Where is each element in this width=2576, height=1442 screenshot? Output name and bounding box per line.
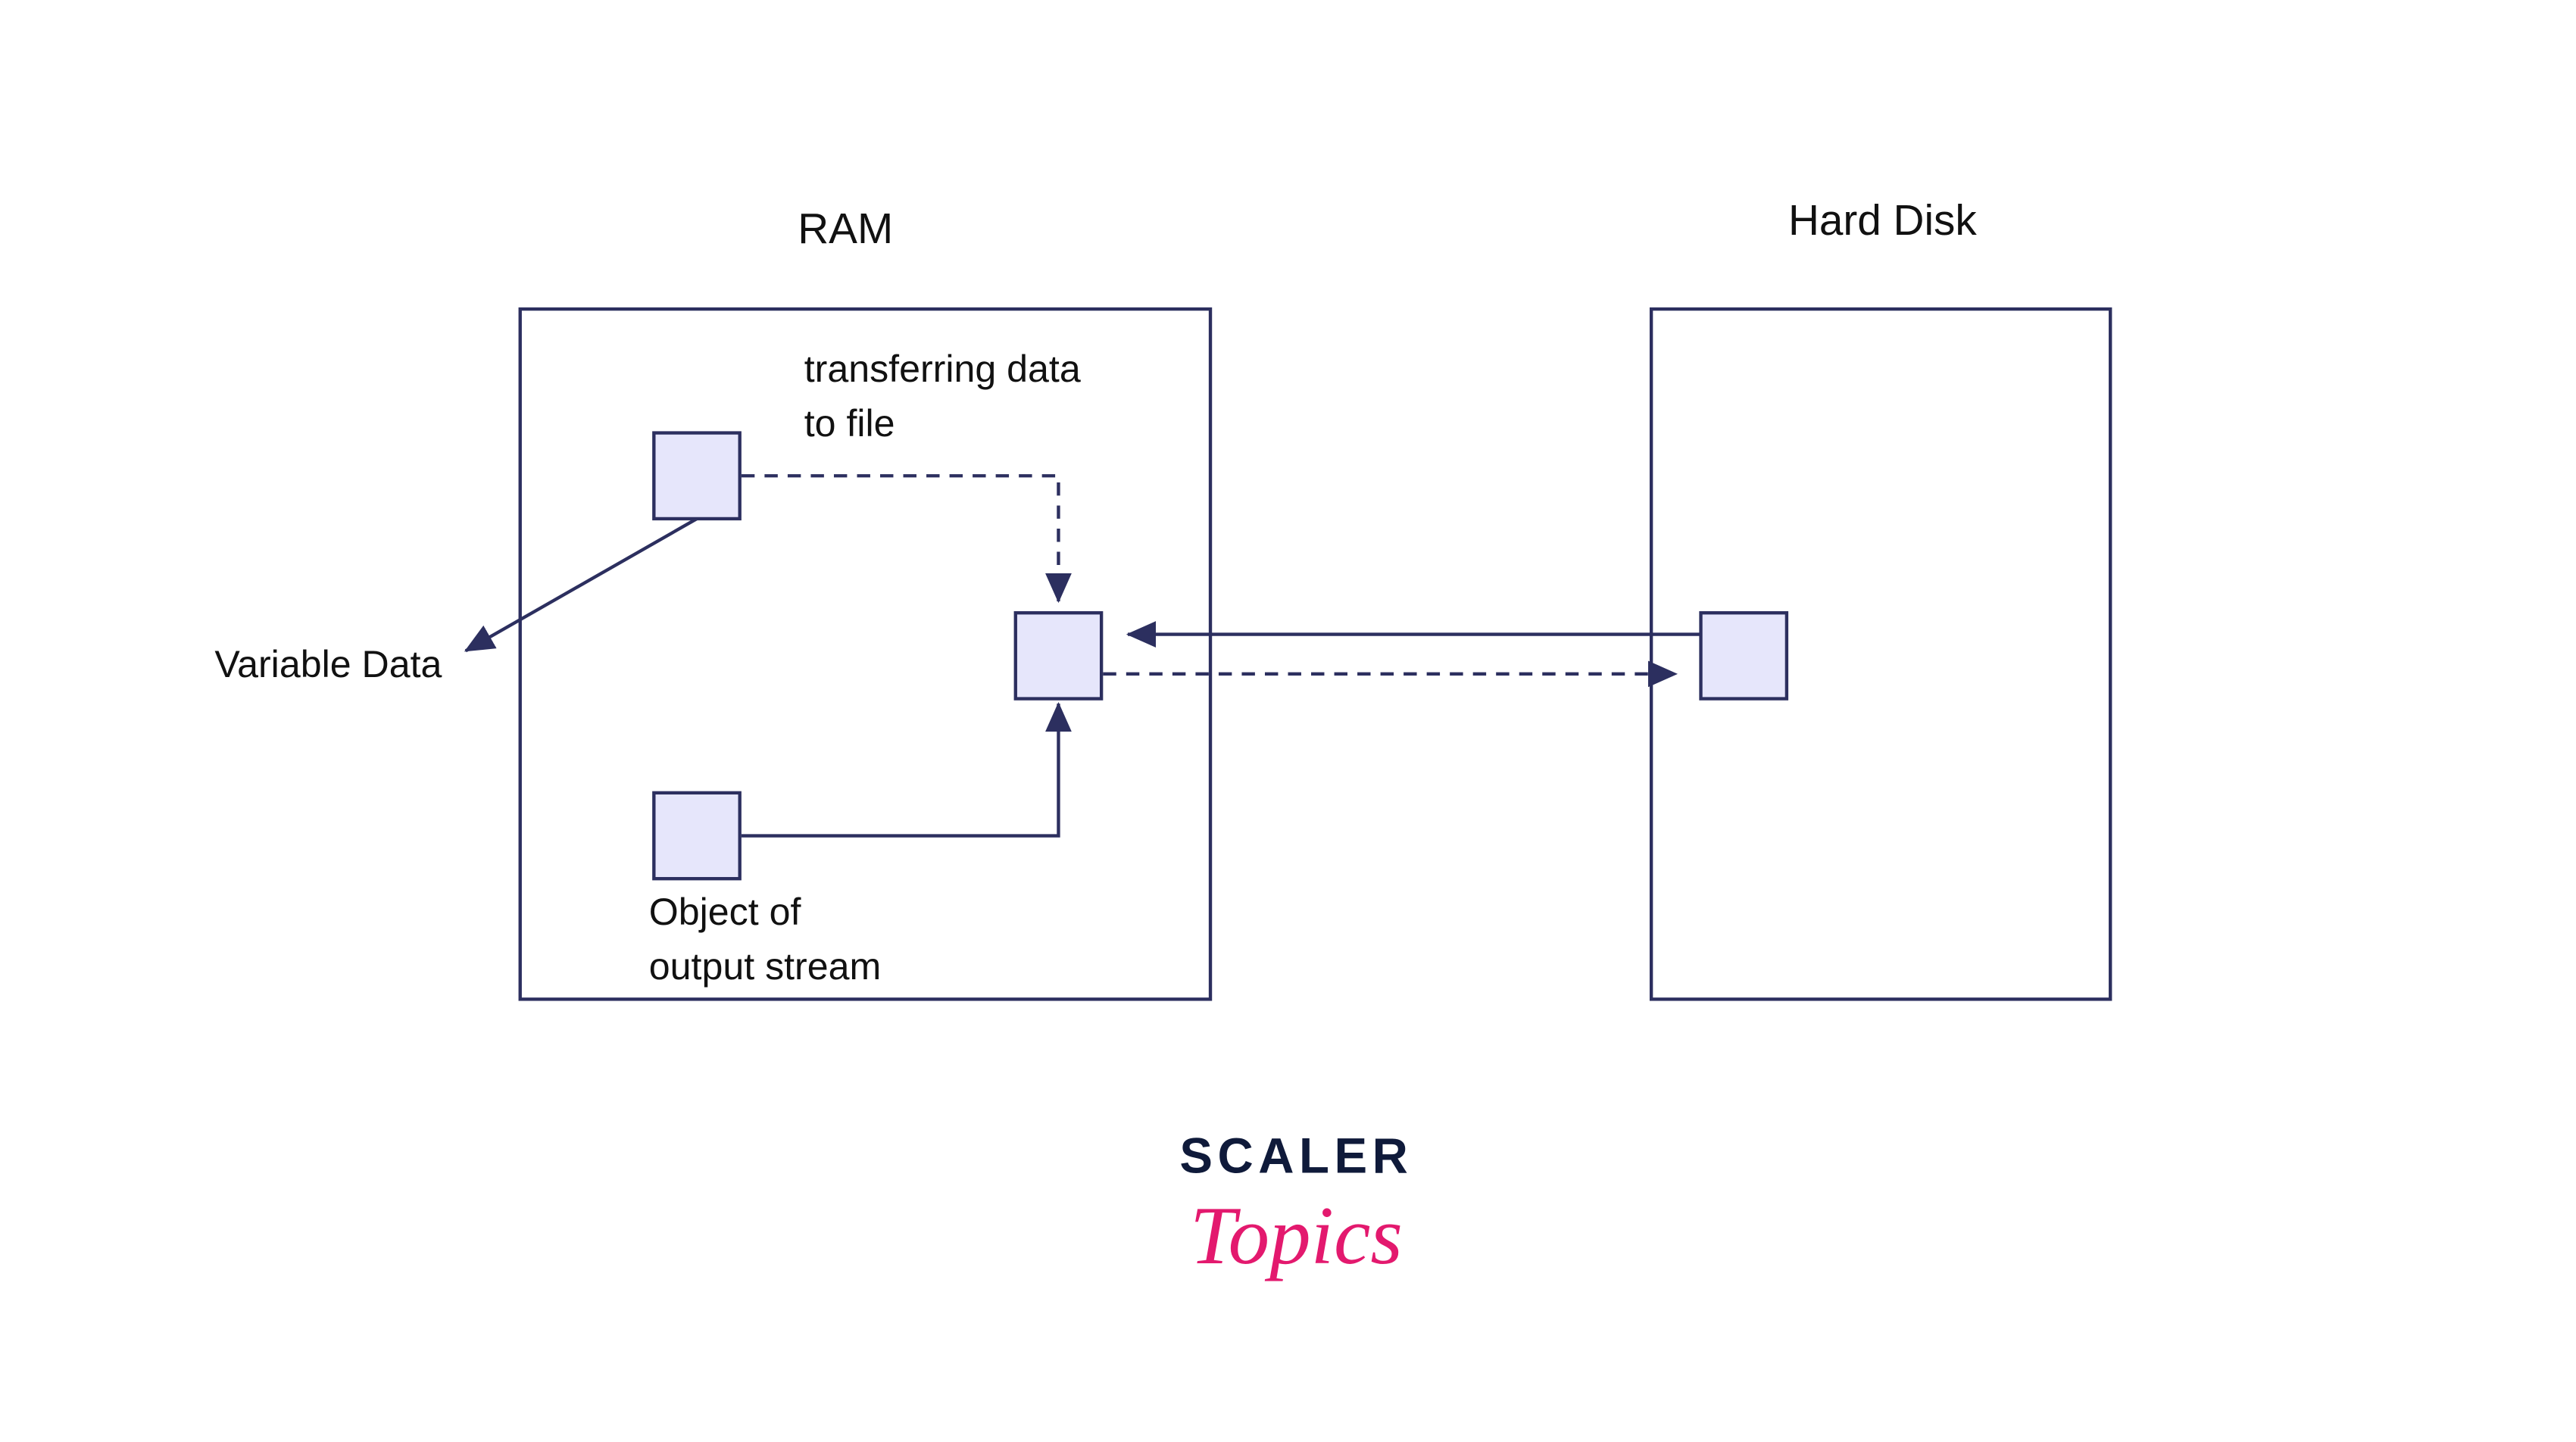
object-to-stream-arrow xyxy=(741,701,1072,838)
logo-brand: SCALER xyxy=(1179,1128,1413,1183)
object-node xyxy=(652,791,742,881)
variable-to-label-arrow xyxy=(464,517,698,653)
object-label-line1: Object of xyxy=(649,891,801,933)
transferring-label-line2: to file xyxy=(804,402,895,445)
variable-to-stream-dashed-arrow xyxy=(741,474,1072,604)
transferring-label-line1: transferring data xyxy=(804,348,1081,390)
file-node xyxy=(1699,611,1789,701)
logo-product: Topics xyxy=(1190,1190,1403,1281)
ram-title: RAM xyxy=(798,205,893,253)
hard-disk-title: Hard Disk xyxy=(1788,197,1977,245)
variable-data-label: Variable Data xyxy=(214,643,442,685)
stream-node xyxy=(1013,611,1104,701)
variable-node xyxy=(652,431,742,521)
ram-box xyxy=(518,307,1213,1001)
scaler-topics-logo: SCALER Topics xyxy=(1179,1128,1413,1281)
hard-disk-box xyxy=(1649,307,2112,1001)
object-label-line2: output stream xyxy=(649,945,881,988)
